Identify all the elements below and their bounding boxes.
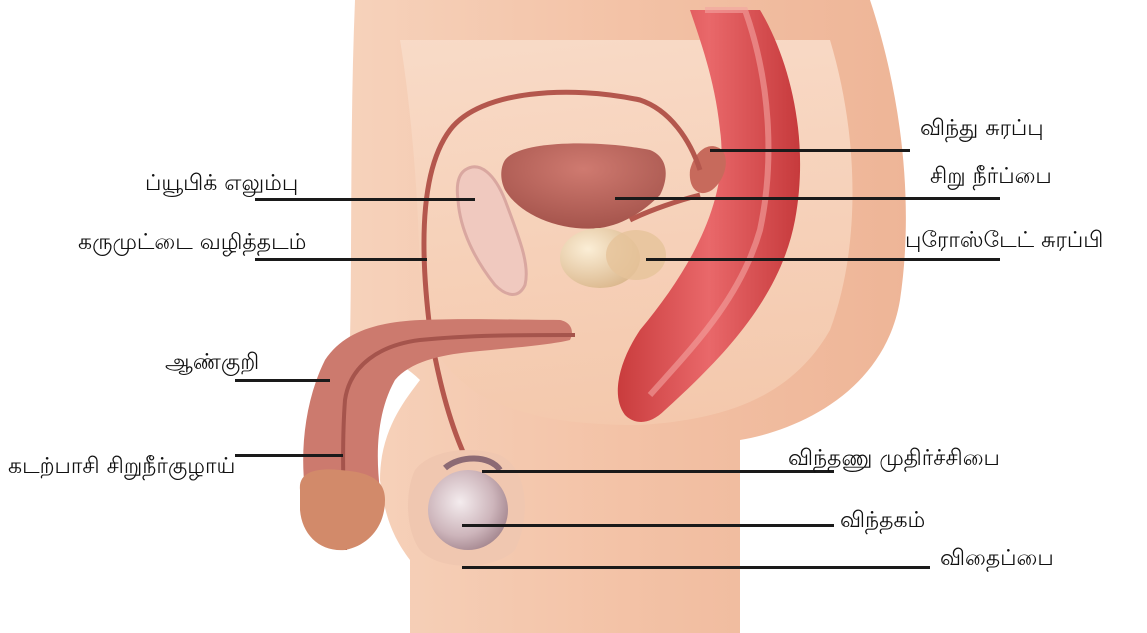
label-epididymis: விந்தணு முதிர்ச்சிபை bbox=[788, 446, 1000, 472]
label-penis: ஆண்குறி bbox=[165, 350, 259, 376]
label-vas-deferens: கருமுட்டை வழித்தடம் bbox=[78, 230, 306, 256]
line-pubic-bone bbox=[255, 198, 475, 201]
label-pubic-bone: ப்யூபிக் எலும்பு bbox=[145, 171, 298, 197]
line-epididymis bbox=[482, 470, 834, 473]
label-urethra: கடற்பாசி சிறுநீர்குழாய் bbox=[8, 454, 235, 480]
line-testis bbox=[462, 524, 834, 527]
line-seminal-vesicle bbox=[710, 149, 910, 152]
line-urethra bbox=[235, 454, 343, 457]
label-urinary-bladder: சிறு நீர்ப்பை bbox=[930, 164, 1052, 190]
line-bladder bbox=[615, 197, 1000, 200]
glans bbox=[300, 469, 385, 550]
label-seminal-vesicle: விந்து சுரப்பு bbox=[920, 116, 1044, 142]
prostate-back bbox=[606, 230, 666, 280]
line-penis bbox=[235, 379, 330, 382]
line-prostate bbox=[646, 258, 1000, 261]
label-testis: விந்தகம் bbox=[840, 508, 925, 534]
line-scrotum bbox=[462, 566, 930, 569]
label-scrotum: விதைப்பை bbox=[940, 546, 1054, 572]
line-vas-deferens bbox=[255, 258, 427, 261]
testis bbox=[428, 470, 508, 550]
label-prostate-gland: புரோஸ்டேட் சுரப்பி bbox=[905, 228, 1103, 254]
